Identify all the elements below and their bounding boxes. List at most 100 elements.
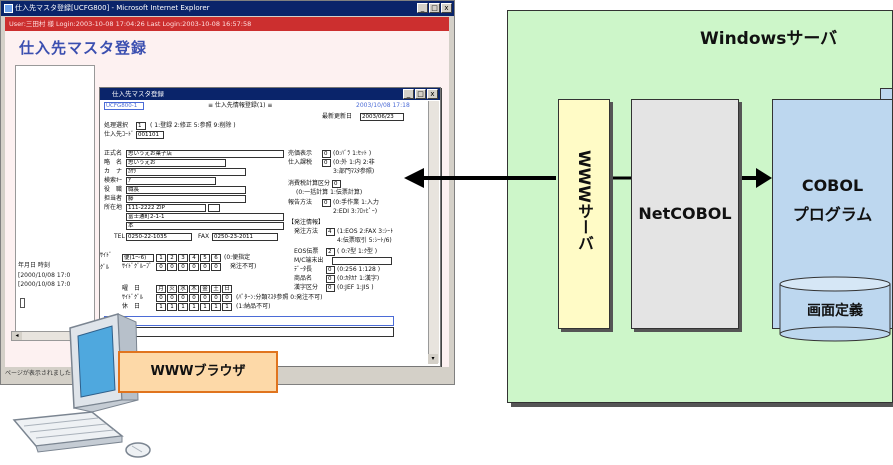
product-name-input[interactable]: 0 [326, 275, 335, 283]
mc-terminal-input[interactable] [332, 257, 392, 265]
dialog-window-controls: _ □ x [403, 89, 438, 100]
supplier-code-input[interactable]: 001101 [136, 131, 164, 139]
field-label: 仕入課税 [288, 159, 313, 166]
kanji-type-input[interactable]: 0 [326, 284, 335, 292]
dialog-minimize-button[interactable]: _ [403, 89, 414, 99]
grid-cell[interactable]: 0 [156, 294, 166, 302]
field-label: カ ナ [104, 168, 123, 175]
grid-cell[interactable]: 0 [178, 263, 188, 271]
last-update-value: 2003/06/23 [360, 113, 404, 121]
field-hint: 発注不可) [230, 263, 257, 270]
scroll-down-icon[interactable]: ▾ [428, 354, 438, 364]
field-label: FAX [198, 233, 210, 240]
weekday-cell: 火 [167, 285, 177, 293]
ie-logo-icon [4, 4, 13, 13]
side-group-grid: 0 0 0 0 0 0 [156, 263, 222, 271]
grid-cell[interactable]: 0 [189, 294, 199, 302]
weekday-cell: 土 [211, 285, 221, 293]
eos-slip-input[interactable]: 2 [326, 248, 335, 256]
weekday-cell: 木 [189, 285, 199, 293]
scroll-left-icon[interactable]: ◂ [12, 332, 22, 340]
order-method-input[interactable]: 4 [326, 228, 335, 236]
www-server-label: WWWサーバ [575, 150, 594, 251]
grid-cell[interactable]: 2 [167, 254, 177, 262]
grid-cell[interactable]: 0 [167, 263, 177, 271]
address2-input[interactable]: 本 [126, 222, 284, 230]
grid-cell[interactable]: 3 [178, 254, 188, 262]
supplier-master-dialog: 仕入先マスタ登録 _ □ x UCFG800-1 ≡ 仕入先情報登録(1) ≡ … [99, 87, 441, 367]
page-title: 仕入先マスタ登録 [19, 39, 148, 57]
grid-cell[interactable]: 1 [178, 303, 188, 311]
grid-cell[interactable]: 1 [222, 303, 232, 311]
search-key-input[interactable]: ｱ [126, 177, 216, 185]
minimize-button[interactable]: _ [417, 3, 428, 13]
dialog-timestamp: 2003/10/08 17:18 [356, 102, 410, 109]
contact-person-input[interactable]: 藤 [126, 195, 246, 203]
grid-cell[interactable]: 0 [200, 263, 210, 271]
holiday-grid: 1 1 1 1 1 1 1 [156, 303, 233, 311]
grid-cell[interactable]: 5 [200, 254, 210, 262]
tax-calc-input[interactable]: 0 [332, 180, 341, 188]
dialog-title-bar: 仕入先マスタ登録 [100, 88, 440, 100]
database-cylinder-icon [779, 276, 891, 342]
field-label: 仕入先ｺｰﾄﾞ [104, 131, 135, 138]
address1-input[interactable]: 富士通町2-1-1 [126, 213, 284, 221]
grid-cell[interactable]: 0 [200, 294, 210, 302]
grid-cell[interactable]: 0 [189, 263, 199, 271]
dialog-close-button[interactable]: x [427, 89, 438, 99]
grid-cell[interactable]: 6 [211, 254, 221, 262]
dialog-heading: ≡ 仕入先情報登録(1) ≡ [208, 102, 273, 109]
field-hint: (1:納品不可) [236, 303, 271, 310]
data-length-input[interactable]: 0 [326, 266, 335, 274]
grid-cell[interactable]: 1 [156, 254, 166, 262]
official-name-input[interactable]: 思いうえお菓子店 [126, 150, 284, 158]
short-name-input[interactable]: 思いうえお [126, 159, 226, 167]
browser-window-controls: _ □ x [417, 3, 452, 14]
left-list-item[interactable]: [2000/10/08 17:0 [18, 281, 71, 288]
grid-cell[interactable]: 0 [211, 294, 221, 302]
field-label: 検索ｷｰ [104, 177, 123, 184]
netcobol-label: NetCOBOL [638, 204, 732, 223]
grid-cell[interactable]: 0 [211, 263, 221, 271]
kana-input[interactable]: ｶｻﾂ [126, 168, 246, 176]
field-label: TEL [114, 233, 125, 240]
tel-input[interactable]: 0250-22-1035 [126, 233, 192, 241]
field-label: 商品名 [294, 275, 313, 282]
grid-cell[interactable]: 1 [200, 303, 210, 311]
close-button[interactable]: x [441, 3, 452, 13]
holiday-row-label: 休 日 [122, 303, 141, 310]
process-select-input[interactable]: 1 [136, 122, 146, 130]
browser-title-bar: 仕入先マスタ登録[UCFG800] - Microsoft Internet E… [1, 1, 454, 16]
mouse-icon [125, 442, 151, 458]
postal-code-input[interactable]: 111-2222 ZIP [126, 204, 206, 212]
grid-cell[interactable]: 0 [167, 294, 177, 302]
position-input[interactable]: 職長 [126, 186, 246, 194]
field-label: 売価表示 [288, 150, 313, 157]
price-display-input[interactable]: 0 [322, 150, 331, 158]
grid-cell[interactable]: 1 [167, 303, 177, 311]
grid-cell[interactable]: 0 [178, 294, 188, 302]
weekday-cell: 水 [178, 285, 188, 293]
dialog-maximize-button[interactable]: □ [415, 89, 426, 99]
grid-cell[interactable]: 0 [222, 294, 232, 302]
dialog-title: 仕入先マスタ登録 [112, 90, 164, 98]
screen-definition-label: 画面定義 [807, 303, 863, 319]
status-bar: ページが表示されました [5, 370, 71, 377]
grid-cell[interactable]: 1 [189, 303, 199, 311]
maximize-button[interactable]: □ [429, 3, 440, 13]
grid-cell[interactable]: 0 [156, 263, 166, 271]
left-list-item[interactable]: [2000/10/08 17:0 [18, 272, 71, 279]
field-hint: (0:外 1:内 2:非 [333, 159, 375, 166]
purchase-tax-input[interactable]: 0 [322, 159, 331, 167]
zip-lookup-input[interactable] [208, 204, 220, 212]
grid-cell[interactable]: 1 [211, 303, 221, 311]
report-method-input[interactable]: 0 [322, 199, 331, 207]
grid-cell[interactable]: 1 [156, 303, 166, 311]
field-hint: (0:256 1:128 ) [337, 266, 381, 273]
field-label: M/C端末出 [294, 257, 324, 264]
grid-cell[interactable]: 4 [189, 254, 199, 262]
field-hint: (1:EOS 2:FAX 3:ｼｰﾄ [337, 228, 394, 235]
fax-input[interactable]: 0250-23-2011 [212, 233, 278, 241]
browser-title: 仕入先マスタ登録[UCFG800] - Microsoft Internet E… [15, 4, 210, 12]
dialog-vertical-scrollbar[interactable] [428, 101, 439, 363]
